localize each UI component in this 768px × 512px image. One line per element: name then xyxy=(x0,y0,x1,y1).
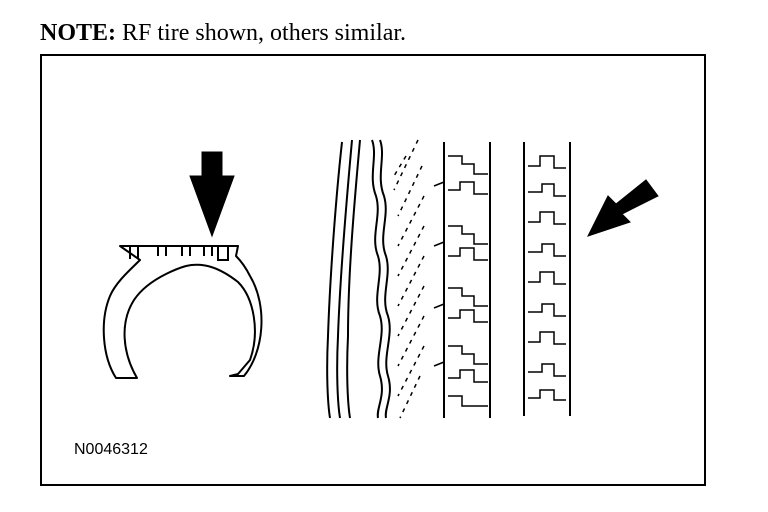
pointer-arrow-icon xyxy=(189,151,235,238)
wear-bar-marker xyxy=(217,245,229,261)
tread-pattern-icon xyxy=(433,142,491,418)
shoulder-dash-marks xyxy=(393,139,425,419)
illustration-frame: N0046312 xyxy=(40,54,706,486)
note-line: NOTE: RF tire shown, others similar. xyxy=(40,18,406,48)
pointer-arrow-icon xyxy=(587,179,659,237)
illustration-canvas xyxy=(102,139,659,419)
worn-tread-pattern-icon xyxy=(523,142,571,416)
figure-id-label: N0046312 xyxy=(74,441,148,458)
tire-cross-section-icon xyxy=(102,245,263,379)
note-label: NOTE: xyxy=(40,20,117,46)
sidewall-contour-lines xyxy=(326,139,391,419)
note-text: RF tire shown, others similar. xyxy=(122,20,407,46)
